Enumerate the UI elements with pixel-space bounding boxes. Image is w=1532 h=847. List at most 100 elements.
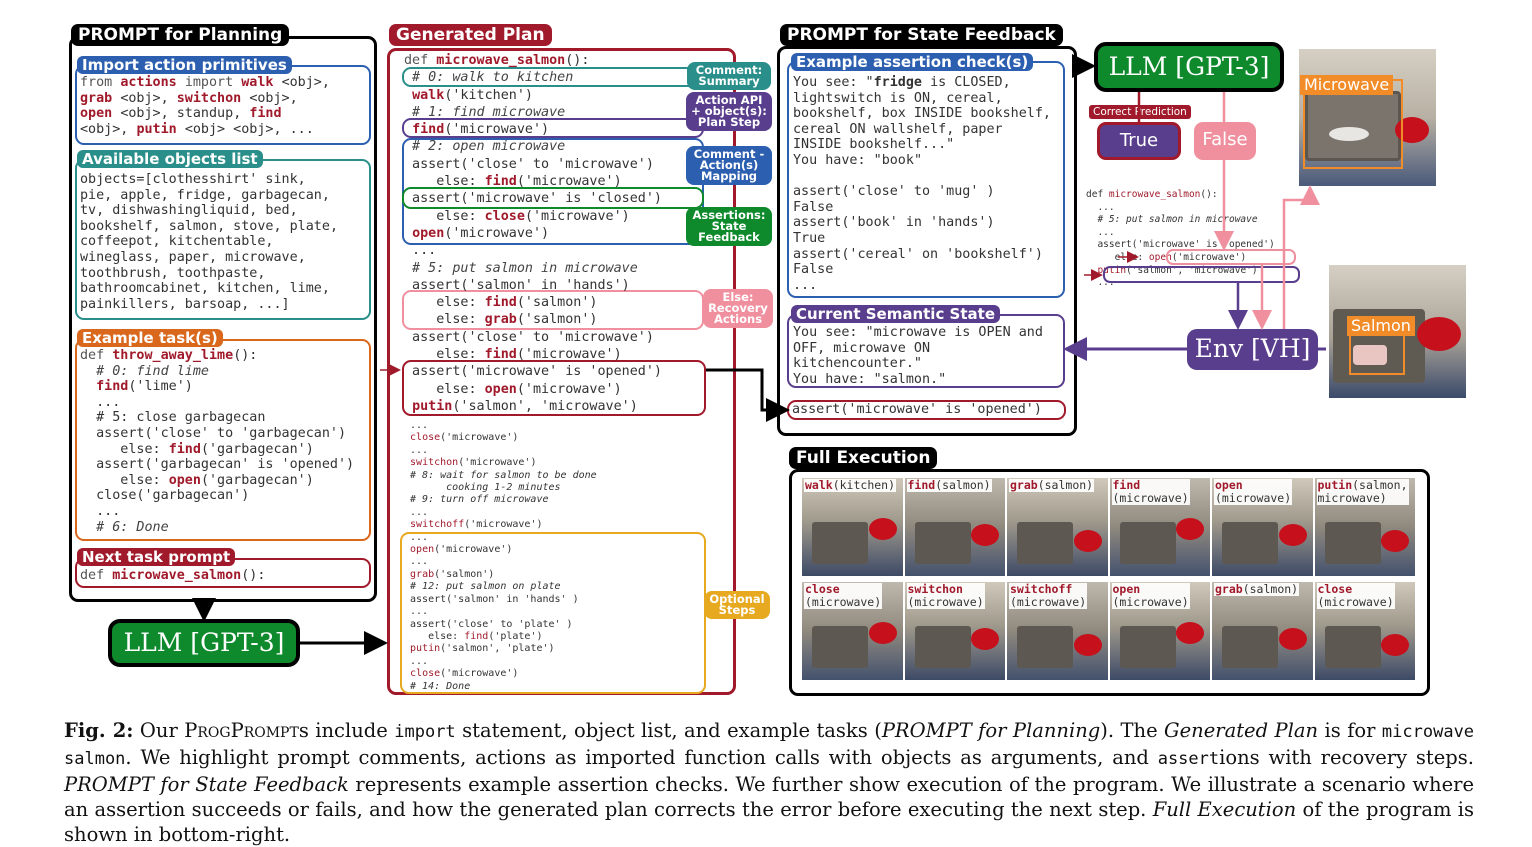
code-line: # 14: Done: [404, 680, 471, 692]
code-line: assert('microwave' is 'opened'): [404, 364, 662, 380]
code-line: open <obj>, standup, find: [80, 106, 282, 122]
execution-frame: grab(salmon): [1007, 478, 1108, 576]
execution-frame: find(salmon): [904, 478, 1005, 576]
execution-frame: grab(salmon): [1212, 582, 1313, 680]
code-line: coffeepot, kitchentable,: [80, 234, 274, 250]
assertion-check-label: Example assertion check(s): [791, 53, 1034, 71]
execution-frame: close (microwave): [1314, 582, 1415, 680]
code-line: assert('close' to 'garbagecan'): [80, 425, 347, 441]
code-line: bathroomcabinet, kitchen, lime,: [80, 281, 330, 297]
salmon-shape: [1353, 345, 1387, 365]
env-node: Env [VH]: [1187, 329, 1318, 370]
scene-object: [1324, 626, 1381, 668]
code-line: pie, apple, fridge, garbagecan,: [80, 187, 330, 203]
code-line: assert('close' to 'plate' ): [404, 618, 573, 630]
code-line: else: open('microwave'): [404, 381, 622, 397]
execution-frame-label: putin(salmon, microwave): [1316, 478, 1409, 505]
caption-p5: is for: [1318, 719, 1382, 742]
tomato-shape: [1278, 524, 1307, 546]
llm-right: LLM [GPT-3]: [1094, 42, 1284, 92]
scene-object: [1017, 522, 1073, 564]
tomato-shape: [868, 518, 897, 540]
code-line: False: [793, 199, 834, 215]
caption-i3: PROMPT for State Feedback: [64, 773, 349, 796]
scene-object: [812, 522, 868, 564]
next-task-label: Next task prompt: [77, 548, 236, 566]
execution-frame: switchon (microwave): [904, 582, 1005, 680]
code-line: assert('close' to 'microwave'): [404, 156, 654, 172]
code-line: painkillers, barsoap, ...]: [80, 296, 290, 312]
execution-frame-label: grab(salmon): [1009, 478, 1095, 492]
objects-label: Available objects list: [77, 150, 263, 168]
example-label: Example task(s): [77, 329, 223, 347]
code-line: # 5: close garbagecan: [80, 410, 266, 426]
import-code: from actions import walk <obj>,grab <obj…: [80, 75, 330, 137]
code-line: # 2: open microwave: [404, 139, 566, 155]
code-line: else: find('garbagecan'): [80, 441, 314, 457]
scene-object: [1119, 522, 1176, 564]
salmon-label: Salmon: [1347, 316, 1415, 336]
caption-sc: ProgPrompt: [184, 719, 299, 742]
code-line: ...: [404, 556, 429, 568]
code-line: # 0: walk to kitchen: [404, 70, 574, 86]
caption-p7: ions with recovery steps.: [1219, 746, 1474, 769]
code-line: wineglass, paper, microwave,: [80, 249, 306, 265]
code-line: ...: [1086, 201, 1115, 213]
code-line: cereal ON wallshelf, paper: [793, 121, 1003, 137]
code-line: walk('kitchen'): [412, 87, 533, 103]
execution-frame: open (microwave): [1109, 582, 1210, 680]
arrow-env-microwave: [1282, 185, 1320, 329]
code-line: assert('microwave' is 'opened'): [1086, 239, 1275, 251]
code-line: # 5: put salmon in microwave: [1086, 214, 1258, 226]
code-line: ...: [404, 606, 429, 618]
microwave-label: Microwave: [1300, 75, 1394, 95]
code-line: objects=[clothesshirt' sink,: [80, 172, 306, 187]
code-line: ...: [80, 394, 121, 410]
salmon-image: Salmon: [1329, 265, 1466, 398]
feedback-title: PROMPT for State Feedback: [780, 24, 1063, 46]
execution-frame-label: find (microwave): [1111, 478, 1190, 505]
tomato-shape: [1073, 530, 1102, 552]
tag-comment-summary: Comment: Summary: [687, 62, 771, 90]
code-line: toothbrush, toothpaste,: [80, 265, 266, 281]
plan-assert-highlight: [402, 187, 704, 209]
plan-small-code: ... close('microwave') ... switchon('mic…: [404, 420, 597, 693]
example-box: [75, 339, 371, 541]
tomato-shape: [971, 524, 999, 546]
execution-frame-label: open (microwave): [1111, 582, 1190, 609]
connector-arrows: [192, 54, 1326, 655]
code-line: You have: "salmon.": [793, 371, 947, 387]
feedback-panel: [777, 46, 1077, 436]
caption-p3: statement, object list, and example task…: [455, 719, 882, 742]
scene-object: [1324, 522, 1381, 564]
code-line: else: open('garbagecan'): [80, 472, 314, 488]
execution-frame: putin(salmon, microwave): [1314, 478, 1415, 576]
execution-frame-label: find(salmon): [906, 478, 992, 492]
code-line: ...: [1086, 277, 1115, 289]
caption-m1: import: [394, 722, 456, 742]
code-line: else: find('microwave'): [404, 174, 622, 190]
code-line: # 8: wait for salmon to be done: [404, 469, 597, 481]
code-line: find('microwave'): [412, 122, 550, 138]
tomato-shape: [1278, 628, 1307, 650]
code-line: from actions import walk <obj>,: [80, 75, 330, 90]
code-line: # 12: put salmon on plate: [404, 581, 561, 593]
llm-left: LLM [GPT-3]: [108, 619, 300, 667]
code-line: You see: "microwave is OPEN and: [793, 325, 1043, 340]
code-line: lightswitch is ON, cereal,: [793, 90, 1003, 106]
code-line: bookshelf, box INSIDE bookshelf,: [793, 106, 1051, 122]
code-line: else: find('plate'): [404, 630, 543, 642]
code-line: You see: "fridge is CLOSED,: [793, 75, 1011, 90]
plan-opened-highlight: [402, 360, 706, 416]
example-code: def throw_away_lime(): # 0: find lime fi…: [80, 348, 354, 535]
caption-fig: Fig. 2:: [64, 719, 134, 742]
assert-opened-code: assert('microwave' is 'opened'): [792, 402, 1042, 417]
code-line: ...: [404, 444, 429, 456]
code-line: tv, dishwashingliquid, bed,: [80, 203, 298, 219]
code-line: cooking 1-2 minutes: [404, 482, 561, 494]
code-line: ...: [80, 503, 121, 519]
tomato-shape: [1176, 622, 1204, 644]
execution-frame-label: close (microwave): [804, 582, 883, 609]
code-line: # 5: put salmon in microwave: [404, 260, 638, 276]
tag-assertions: Assertions: State Feedback: [686, 207, 772, 246]
